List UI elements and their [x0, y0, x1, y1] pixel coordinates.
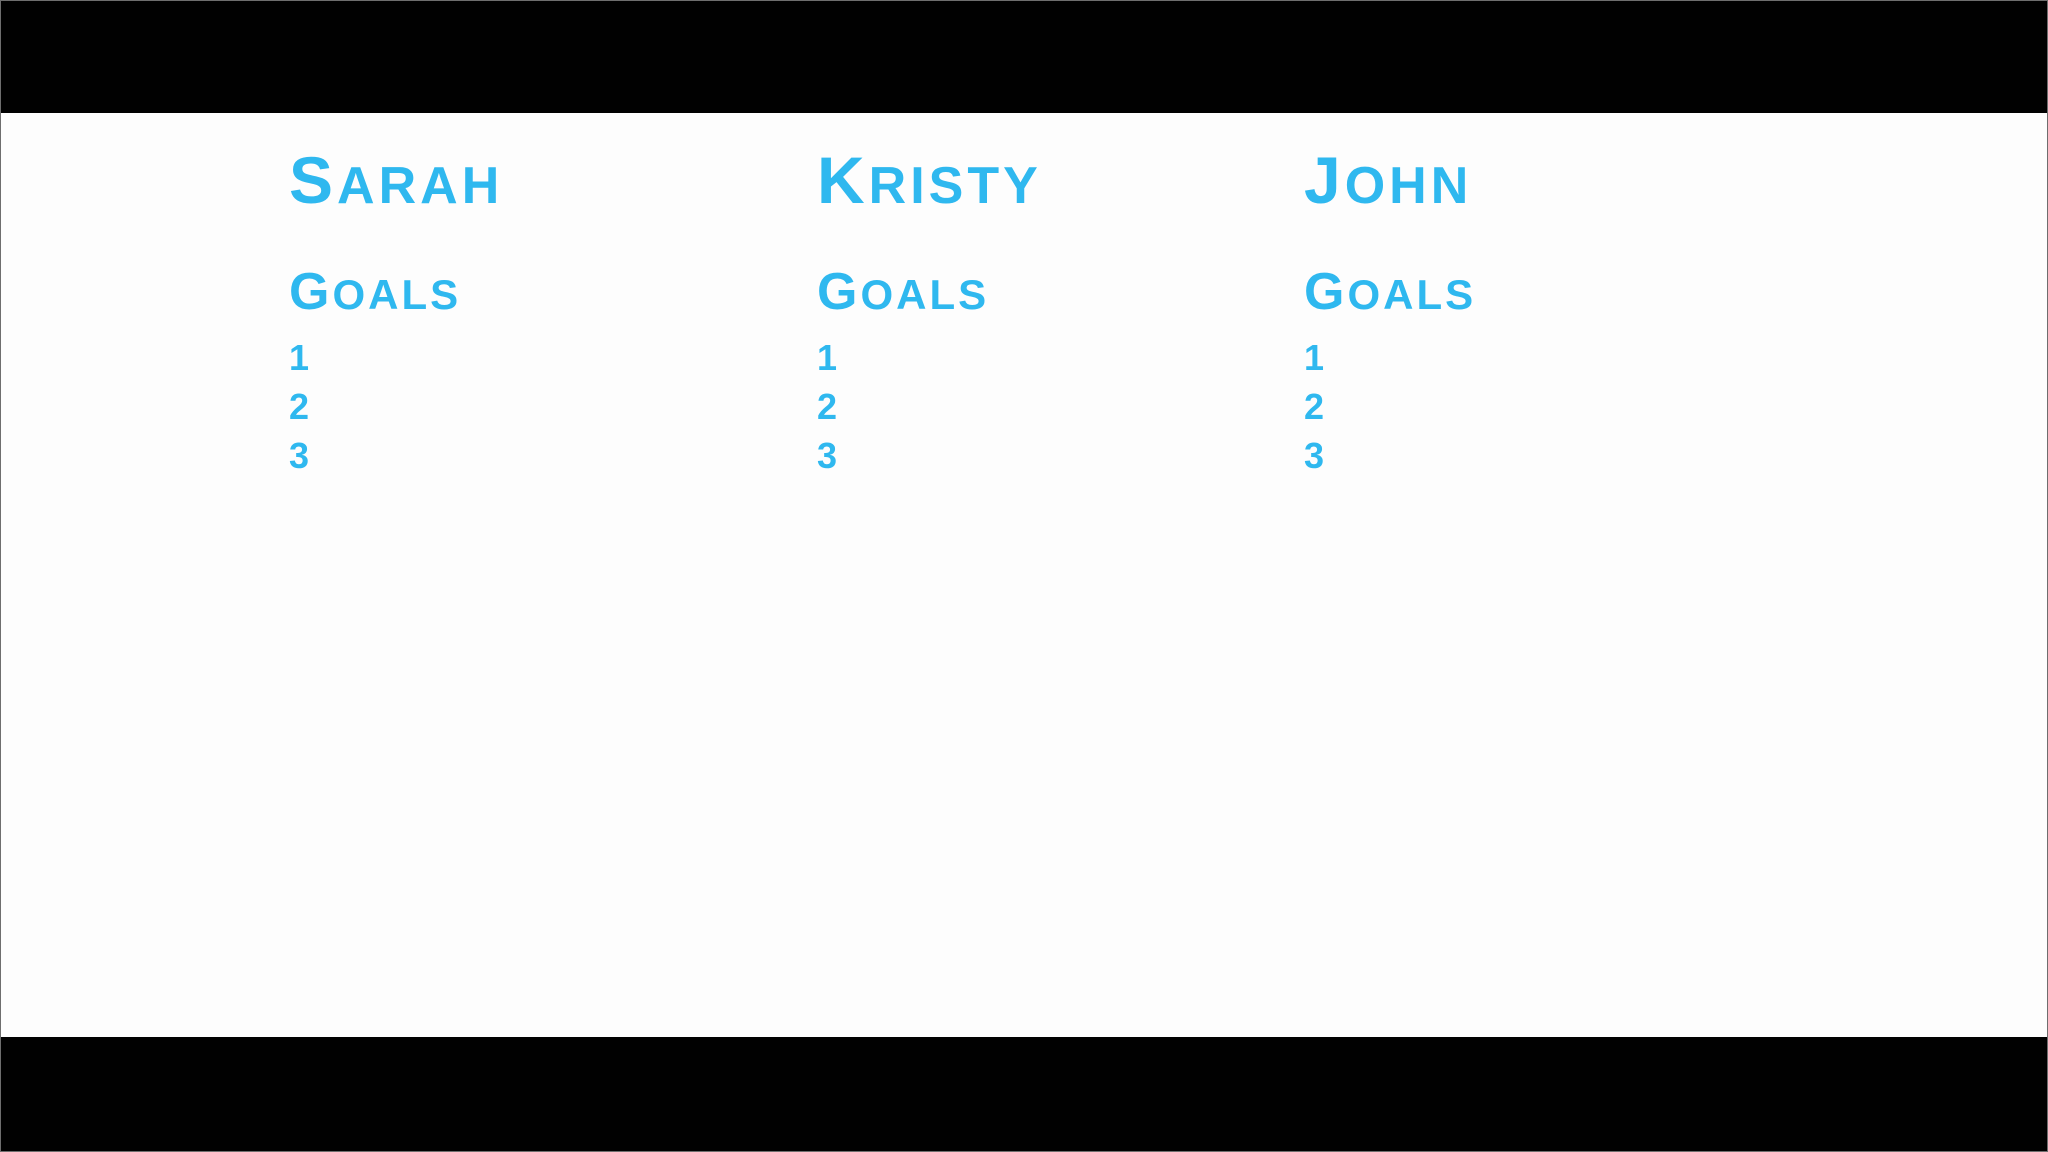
- goal-number: 2: [289, 385, 310, 427]
- goal-number: 3: [289, 434, 310, 476]
- goals-heading: GOALS: [289, 262, 462, 321]
- goal-list: 1 2 3: [289, 333, 503, 480]
- letterbox-top-bar: [1, 1, 2047, 113]
- goal-number: 2: [1304, 385, 1325, 427]
- column-john: JOHN GOALS 1 2 3: [1304, 143, 1476, 480]
- goals-heading: GOALS: [1304, 262, 1477, 321]
- letterbox-bottom-bar: [1, 1037, 2047, 1151]
- whiteboard-canvas[interactable]: SARAH GOALS 1 2 3 KRISTY GOALS 1 2 3 JOH…: [1, 113, 2047, 1037]
- goal-list: 1 2 3: [817, 333, 1042, 480]
- column-kristy: KRISTY GOALS 1 2 3: [817, 143, 1042, 480]
- goal-number: 1: [817, 336, 838, 378]
- person-name: SARAH: [289, 143, 504, 217]
- goal-number: 2: [817, 385, 838, 427]
- person-name: JOHN: [1304, 143, 1473, 217]
- goals-heading: GOALS: [817, 262, 990, 321]
- goal-list: 1 2 3: [1304, 333, 1476, 480]
- goal-number: 3: [817, 434, 838, 476]
- person-name: KRISTY: [817, 143, 1042, 217]
- goal-number: 3: [1304, 434, 1325, 476]
- column-sarah: SARAH GOALS 1 2 3: [289, 143, 503, 480]
- goal-number: 1: [289, 336, 310, 378]
- goal-number: 1: [1304, 336, 1325, 378]
